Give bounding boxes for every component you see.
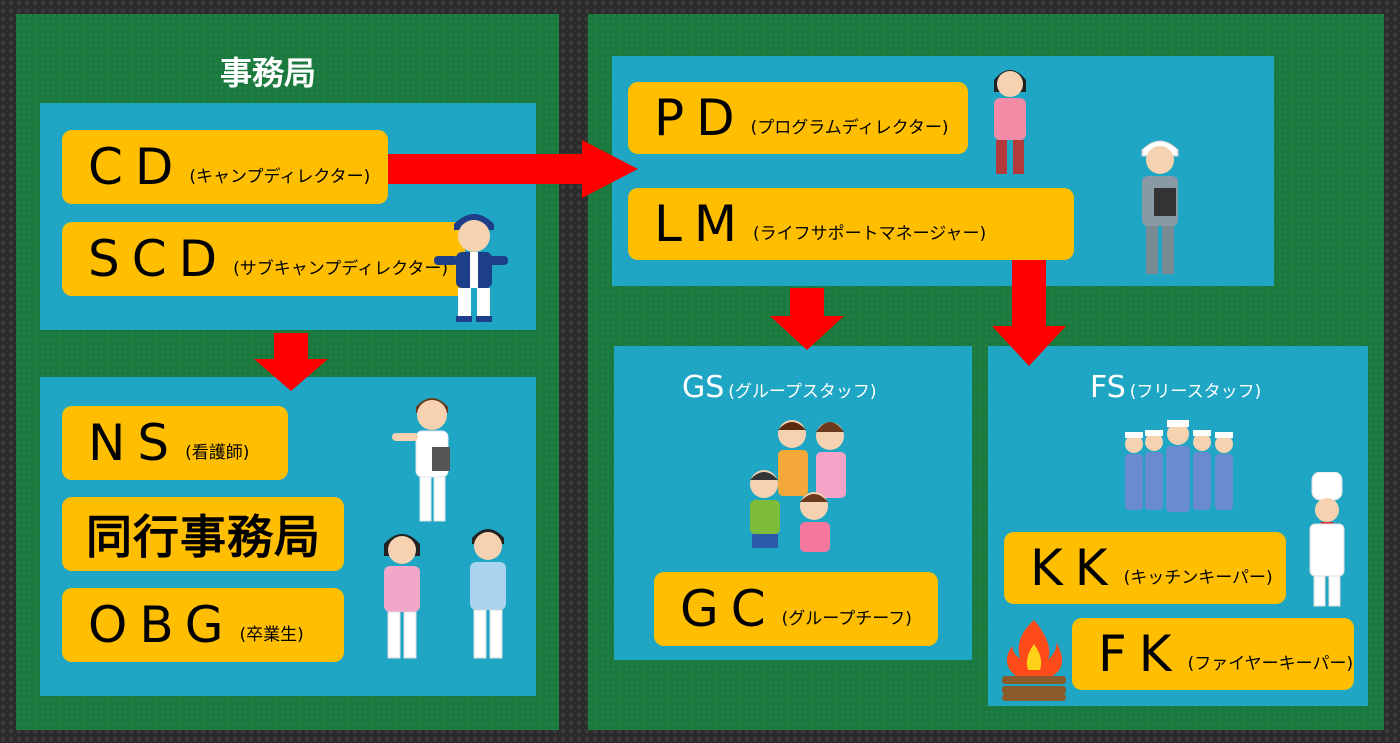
ns-pill: NS (看護師): [62, 406, 288, 480]
obg-abbr: OBG: [88, 596, 236, 654]
lm-pill: LM (ライフサポートマネージャー): [628, 188, 1074, 260]
cd-sub: (キャンプディレクター): [189, 166, 371, 187]
obg-pill: OBG (卒業生): [62, 588, 344, 662]
pd-abbr: PD: [654, 89, 747, 147]
ns-sub: (看護師): [185, 442, 250, 463]
campfire-figure: [1002, 620, 1066, 701]
scd-sub: (サブキャンプディレクター): [233, 258, 449, 279]
kk-abbr: KK: [1030, 539, 1120, 597]
gc-pill: GC (グループチーフ): [654, 572, 938, 646]
gs-heading-sub: (グループスタッフ): [728, 382, 877, 402]
fs-heading: FS(フリースタッフ): [1090, 370, 1261, 405]
woman-lanyard-figure: [994, 70, 1026, 174]
nurse-female-figure: [384, 534, 420, 659]
fs-heading-sub: (フリースタッフ): [1129, 382, 1262, 402]
family-figure: [750, 420, 846, 552]
kk-pill: KK (キッチンキーパー): [1004, 532, 1286, 604]
pd-sub: (プログラムディレクター): [750, 117, 949, 138]
kk-sub: (キッチンキーパー): [1123, 567, 1273, 588]
fk-pill: FK (ファイヤーキーパー): [1072, 618, 1354, 690]
gc-abbr: GC: [680, 580, 778, 638]
left-panel-title: 事務局: [220, 54, 317, 92]
arrow-right-down-fs: [992, 260, 1066, 366]
chef-figure: [1309, 472, 1345, 607]
obg-sub: (卒業生): [239, 624, 304, 645]
scd-abbr: SCD: [88, 230, 230, 288]
arrow-left-down: [254, 333, 328, 391]
accompany-label: 同行事務局: [86, 510, 321, 564]
worker-group-figure: [1125, 420, 1233, 512]
lm-abbr: LM: [654, 195, 749, 253]
cd-abbr: CD: [88, 138, 186, 196]
gs-heading: GS(グループスタッフ): [682, 370, 877, 405]
gs-heading-abbr: GS: [682, 370, 725, 405]
nurse-male-figure: [392, 398, 450, 522]
arrow-right-down-gs: [770, 288, 844, 350]
ns-abbr: NS: [88, 414, 182, 472]
accompany-pill: 同行事務局: [62, 497, 344, 571]
cd-pill: CD (キャンプディレクター): [62, 130, 388, 204]
arrow-cd-to-pd: [388, 140, 638, 198]
gc-sub: (グループチーフ): [781, 608, 912, 629]
worker-clipboard-figure: [1141, 140, 1179, 274]
fk-sub: (ファイヤーキーパー): [1187, 653, 1354, 674]
coach-figure: [434, 214, 508, 322]
lm-sub: (ライフサポートマネージャー): [753, 223, 987, 244]
scd-pill: SCD (サブキャンプディレクター): [62, 222, 465, 296]
fs-heading-abbr: FS: [1090, 370, 1126, 405]
fk-abbr: FK: [1098, 625, 1184, 683]
pd-pill: PD (プログラムディレクター): [628, 82, 968, 154]
nurse-male2-figure: [470, 529, 506, 659]
